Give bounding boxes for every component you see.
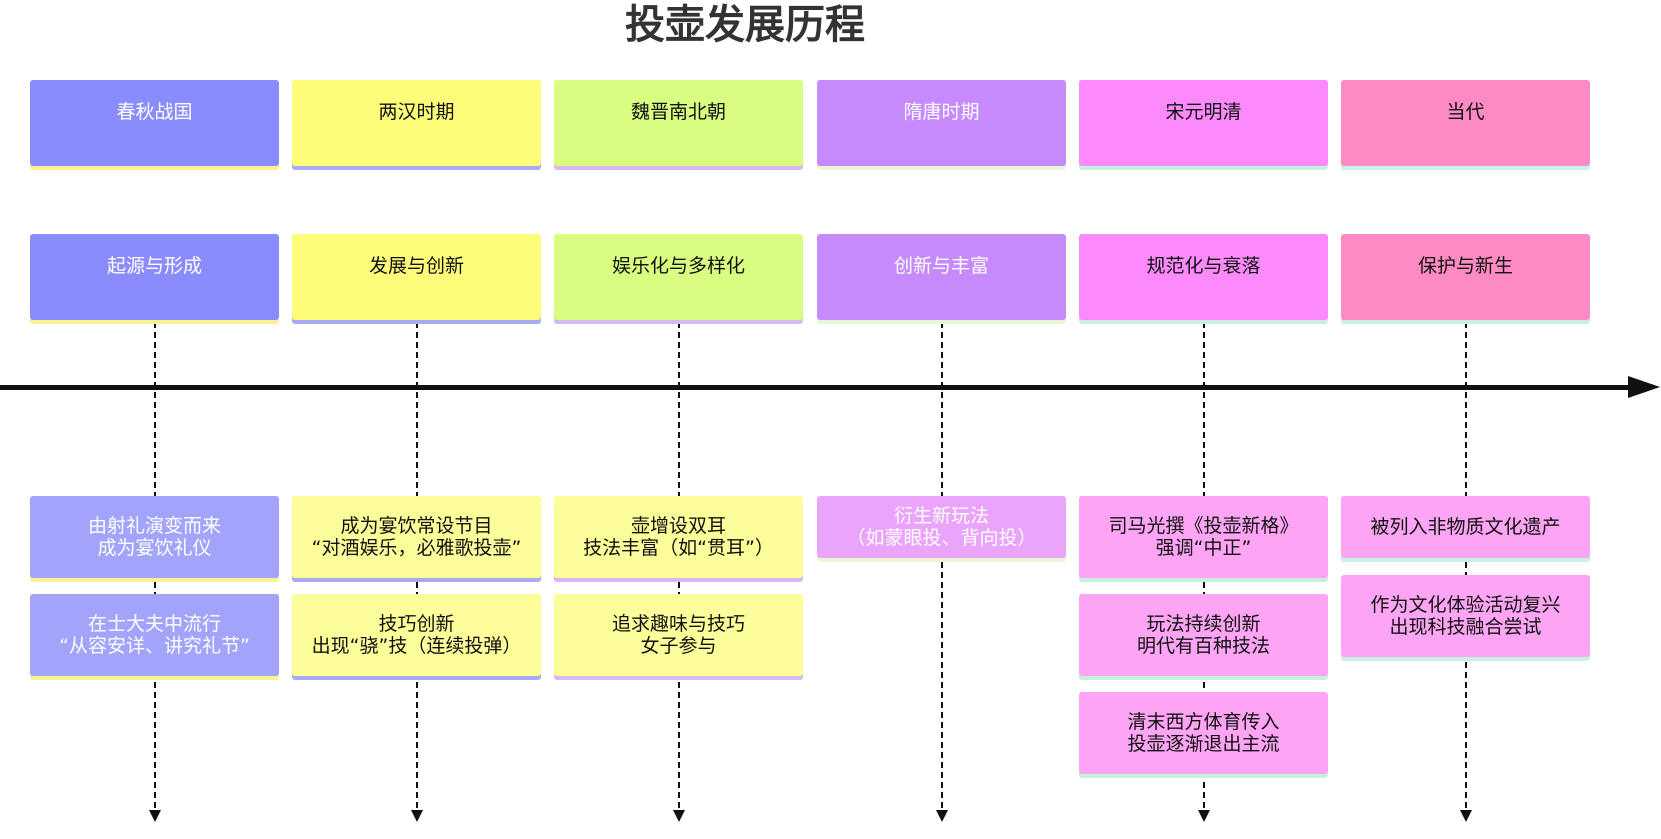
arrow-down-icon xyxy=(936,810,948,822)
event-card: 司马光撰《投壶新格》 强调“中正” xyxy=(1079,496,1328,578)
event-card: 由射礼演变而来 成为宴饮礼仪 xyxy=(30,496,279,578)
period-header-label: 隋唐时期 xyxy=(903,101,980,123)
period-column: 当代保护与新生被列入非物质文化遗产作为文化体验活动复兴 出现科技融合尝试 xyxy=(1341,0,1590,839)
event-card: 玩法持续创新 明代有百种技法 xyxy=(1079,594,1328,676)
period-column: 隋唐时期创新与丰富衍生新玩法 （如蒙眼投、背向投） xyxy=(817,0,1066,839)
period-stage-label: 创新与丰富 xyxy=(893,255,989,277)
event-card: 成为宴饮常设节目 “对酒娱乐，必雅歌投壶” xyxy=(292,496,541,578)
period-header-label: 宋元明清 xyxy=(1165,101,1242,123)
timeline-axis xyxy=(0,385,1630,390)
period-stage: 规范化与衰落 xyxy=(1079,234,1328,320)
period-stage-label: 规范化与衰落 xyxy=(1146,255,1261,277)
period-stage-label: 娱乐化与多样化 xyxy=(611,255,745,277)
event-card-label: 玩法持续创新 明代有百种技法 xyxy=(1136,613,1270,657)
event-card-label: 作为文化体验活动复兴 出现科技融合尝试 xyxy=(1370,594,1561,638)
period-header: 隋唐时期 xyxy=(817,80,1066,166)
event-card-label: 追求趣味与技巧 女子参与 xyxy=(611,613,745,657)
period-column: 两汉时期发展与创新成为宴饮常设节目 “对酒娱乐，必雅歌投壶” 技巧创新 出现“骁”… xyxy=(292,0,541,839)
period-stage: 创新与丰富 xyxy=(817,234,1066,320)
period-stage: 发展与创新 xyxy=(292,234,541,320)
period-column: 宋元明清规范化与衰落司马光撰《投壶新格》 强调“中正” 玩法持续创新 明代有百种技… xyxy=(1079,0,1328,839)
period-stage-label: 起源与形成 xyxy=(106,255,202,277)
event-card: 清末西方体育传入 投壶逐渐退出主流 xyxy=(1079,692,1328,774)
arrow-down-icon xyxy=(149,810,161,822)
period-stage-label: 保护与新生 xyxy=(1417,255,1513,277)
event-card: 壶增设双耳 技法丰富（如“贯耳”） xyxy=(554,496,803,578)
period-header: 当代 xyxy=(1341,80,1590,166)
period-column: 魏晋南北朝娱乐化与多样化壶增设双耳 技法丰富（如“贯耳”） 追求趣味与技巧 女子参… xyxy=(554,0,803,839)
period-header-label: 魏晋南北朝 xyxy=(630,101,726,123)
event-card-label: 衍生新玩法 （如蒙眼投、背向投） xyxy=(846,505,1037,549)
arrow-down-icon xyxy=(1460,810,1472,822)
period-stage: 娱乐化与多样化 xyxy=(554,234,803,320)
period-header: 春秋战国 xyxy=(30,80,279,166)
period-header-label: 春秋战国 xyxy=(116,101,193,123)
period-header: 宋元明清 xyxy=(1079,80,1328,166)
diagram-title: 投壶发展历程 xyxy=(625,2,865,48)
period-column: 春秋战国起源与形成由射礼演变而来 成为宴饮礼仪在士大夫中流行 “从容安详、讲究礼… xyxy=(30,0,279,839)
event-card: 追求趣味与技巧 女子参与 xyxy=(554,594,803,676)
event-card: 作为文化体验活动复兴 出现科技融合尝试 xyxy=(1341,575,1590,657)
event-card: 技巧创新 出现“骁”技（连续投弹） xyxy=(292,594,541,676)
period-header-label: 两汉时期 xyxy=(378,101,455,123)
event-card-label: 壶增设双耳 技法丰富（如“贯耳”） xyxy=(583,515,774,559)
event-card-label: 技巧创新 出现“骁”技（连续投弹） xyxy=(311,613,522,657)
period-stage-label: 发展与创新 xyxy=(368,255,464,277)
event-card-label: 由射礼演变而来 成为宴饮礼仪 xyxy=(87,515,221,559)
arrow-down-icon xyxy=(673,810,685,822)
arrow-down-icon xyxy=(411,810,423,822)
event-card-label: 在士大夫中流行 “从容安详、讲究礼节” xyxy=(59,613,250,657)
event-card: 衍生新玩法 （如蒙眼投、背向投） xyxy=(817,496,1066,558)
arrow-down-icon xyxy=(1198,810,1210,822)
period-dashed-connector xyxy=(1465,322,1467,818)
period-header: 两汉时期 xyxy=(292,80,541,166)
event-card: 被列入非物质文化遗产 xyxy=(1341,496,1590,558)
timeline-axis-arrow-icon xyxy=(1628,376,1660,398)
event-card-label: 成为宴饮常设节目 “对酒娱乐，必雅歌投壶” xyxy=(311,515,522,559)
period-stage: 起源与形成 xyxy=(30,234,279,320)
period-header: 魏晋南北朝 xyxy=(554,80,803,166)
period-stage: 保护与新生 xyxy=(1341,234,1590,320)
period-header-label: 当代 xyxy=(1446,101,1485,123)
event-card-label: 司马光撰《投壶新格》 强调“中正” xyxy=(1108,515,1299,559)
period-dashed-connector xyxy=(941,322,943,818)
event-card: 在士大夫中流行 “从容安详、讲究礼节” xyxy=(30,594,279,676)
event-card-label: 清末西方体育传入 投壶逐渐退出主流 xyxy=(1127,711,1280,755)
event-card-label: 被列入非物质文化遗产 xyxy=(1370,516,1561,538)
